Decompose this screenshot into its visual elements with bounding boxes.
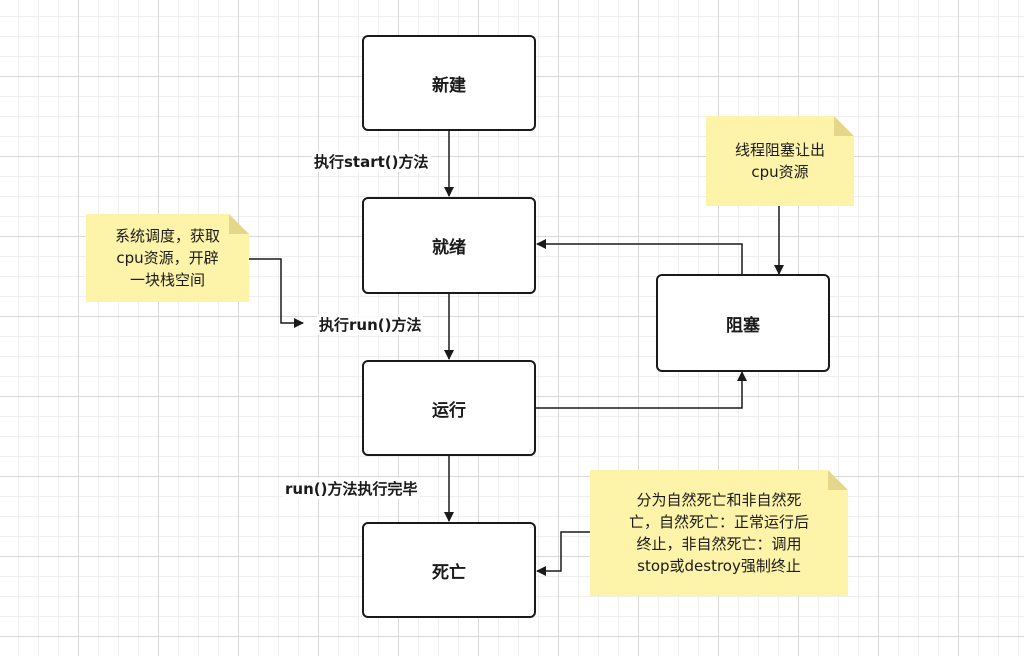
edge-label-finished: run()方法执行完毕 bbox=[283, 478, 420, 499]
state-running-label: 运行 bbox=[432, 400, 466, 421]
state-ready[interactable]: 就绪 bbox=[362, 197, 536, 294]
note-schedule-line: 系统调度，获取 bbox=[114, 227, 220, 245]
note-death-line: 终止，非自然死亡：调用 bbox=[636, 535, 802, 553]
state-new[interactable]: 新建 bbox=[362, 35, 536, 131]
state-blocked[interactable]: 阻塞 bbox=[656, 274, 830, 372]
note-block-line: 线程阻塞让出 bbox=[734, 141, 825, 159]
edge-label-run: 执行run()方法 bbox=[317, 314, 424, 335]
state-new-label: 新建 bbox=[432, 75, 466, 96]
edge-note-schedule bbox=[249, 258, 304, 328]
state-running[interactable]: 运行 bbox=[362, 360, 536, 456]
note-death-line: 分为自然死亡和非自然死 bbox=[636, 491, 802, 509]
state-blocked-label: 阻塞 bbox=[726, 315, 760, 336]
note-block: 线程阻塞让出 cpu资源 bbox=[706, 116, 854, 206]
state-dead-label: 死亡 bbox=[432, 562, 466, 583]
edge-blocked-to-ready bbox=[536, 239, 743, 274]
note-schedule-line: 一块栈空间 bbox=[129, 271, 205, 289]
edge-label-start: 执行start()方法 bbox=[312, 151, 431, 172]
note-death-line: 亡，自然死亡：正常运行后 bbox=[628, 513, 809, 531]
note-schedule-line: cpu资源，开辟 bbox=[116, 249, 219, 267]
note-schedule: 系统调度，获取 cpu资源，开辟 一块栈空间 bbox=[86, 214, 249, 302]
edge-running-to-blocked bbox=[536, 371, 747, 409]
state-ready-label: 就绪 bbox=[432, 238, 466, 258]
edge-note-death bbox=[536, 531, 590, 576]
state-dead[interactable]: 死亡 bbox=[362, 522, 536, 618]
note-death: 分为自然死亡和非自然死 亡，自然死亡：正常运行后 终止，非自然死亡：调用 sto… bbox=[590, 470, 848, 596]
note-block-line: cpu资源 bbox=[751, 163, 809, 181]
note-death-line: stop或destroy强制终止 bbox=[637, 557, 801, 575]
